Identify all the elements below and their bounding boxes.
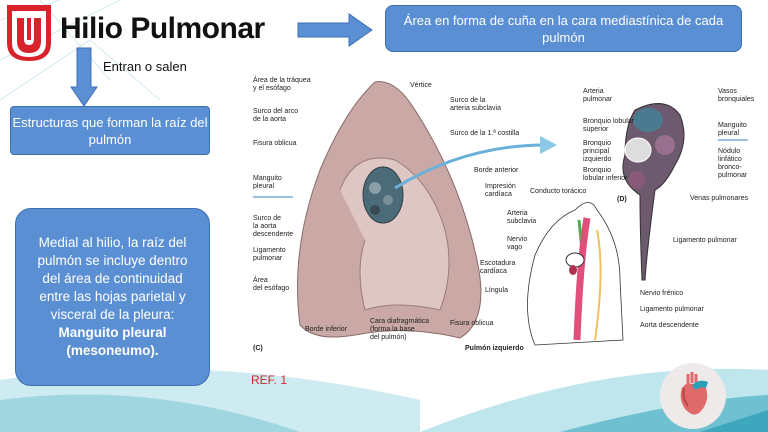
figure-label: Bronquio principal izquierdo: [583, 140, 612, 163]
figure-label: Escotadura cardíaca: [480, 260, 516, 275]
figure-label: Fisura oblicua: [450, 320, 494, 327]
lung-anatomy-figure: Área de la tráquea y el esófago Vértice …: [245, 70, 760, 355]
figure-label: Arteria pulmonar: [583, 88, 613, 103]
figure-label: Fisura oblicua: [253, 140, 297, 147]
medial-text-regular: Medial al hilio, la raíz del pulmón se i…: [37, 235, 188, 322]
figure-label: Manguito pleural: [253, 175, 282, 190]
arrow-right-icon: [297, 13, 373, 47]
figure-label: Vértice: [410, 82, 432, 89]
university-logo: [7, 5, 51, 61]
structures-text: Estructuras que forman la raíz del pulmó…: [12, 114, 208, 147]
figure-label: Ligamento pulmonar: [640, 306, 704, 313]
medial-text-bold: Manguito pleural (mesoneumo).: [58, 325, 167, 358]
figure-label: Nervio vago: [507, 236, 528, 251]
figure-label: Nódulo linfático bronco- pulmonar: [718, 148, 748, 179]
figure-label: Surco de la arteria subclavia: [450, 97, 501, 112]
medial-callout: Medial al hilio, la raíz del pulmón se i…: [15, 208, 210, 386]
definition-callout: Área en forma de cuña en la cara mediast…: [385, 5, 742, 52]
structures-callout: Estructuras que forman la raíz del pulmó…: [10, 106, 210, 155]
figure-label: (D): [617, 196, 627, 203]
figure-label: Cara diafragmática (forma la base del pu…: [370, 318, 430, 341]
figure-label: Surco del arco de la aorta: [253, 108, 299, 123]
figure-label: Surco de la aorta descendente: [253, 215, 294, 238]
subtitle-label: Entran o salen: [103, 59, 187, 74]
figure-label: Língula: [485, 287, 508, 294]
figure-label: Borde inferior: [305, 326, 348, 333]
figure-label: Venas pulmonares: [690, 195, 748, 202]
figure-label: Impresión cardíaca: [485, 183, 516, 198]
figure-label: Nervio frénico: [640, 290, 684, 297]
figure-label: Ligamento pulmonar: [253, 247, 286, 262]
figure-label: Conducto torácico: [530, 188, 587, 195]
figure-label: Bronquio lobular inferior: [583, 167, 628, 182]
figure-label: Vasos bronquiales: [718, 88, 755, 103]
figure-label: Borde anterior: [474, 167, 519, 174]
medial-text: Medial al hilio, la raíz del pulmón se i…: [30, 234, 195, 360]
lung-illustration: [253, 81, 748, 346]
figure-label: Surco de la 1.ª costilla: [450, 130, 520, 137]
reference-label: REF. 1: [251, 373, 288, 387]
figure-label: Área del esófago: [253, 277, 290, 292]
figure-label: Área de la tráquea y el esófago: [253, 77, 311, 92]
figure-label: (C): [253, 345, 263, 352]
figure-label: Aorta descendente: [640, 322, 699, 329]
figure-label: Arteria subclavia: [507, 210, 537, 225]
heart-icon: [680, 372, 708, 415]
figure-label: Manguito pleural: [718, 122, 747, 137]
figure-label: Bronquio lobular superior: [583, 118, 634, 133]
definition-text: Área en forma de cuña en la cara mediast…: [403, 12, 724, 45]
figure-label: Pulmón izquierdo: [465, 345, 524, 352]
page-title: Hilio Pulmonar: [60, 12, 265, 45]
arrow-down-icon: [70, 47, 98, 107]
figure-label: Ligamento pulmonar: [673, 237, 737, 244]
